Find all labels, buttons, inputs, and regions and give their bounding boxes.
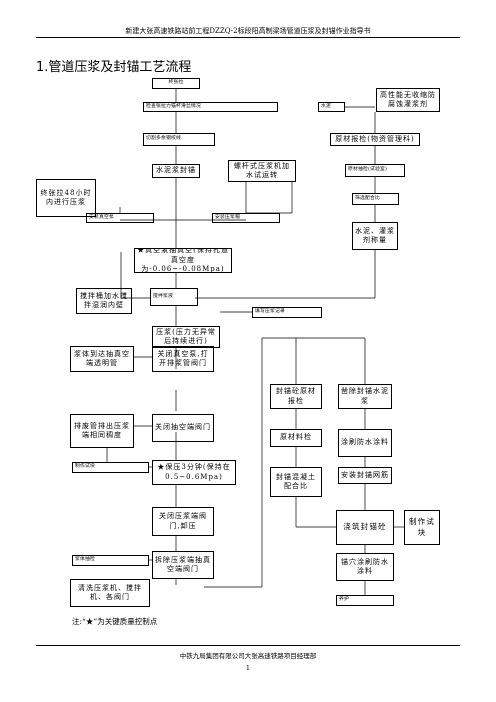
tension-48h-box: 终张拉48小时内进行压浆 [36,179,96,217]
page-header: 新建大张高速铁路站前工程DZZQ-2标段阳高制梁场管道压浆及封锚作业指导书 [125,27,371,35]
seal-anchor-box: 水泥浆封锚 [152,164,200,178]
mix-ratio-box: 筛选配合比 [352,193,399,205]
footer-rule [36,645,460,646]
lab-inspect-box: 原材抽检(试验室) [345,164,405,177]
weigh-box: 水泥、灌浆剂称量 [352,222,398,250]
legend-note: 注:“★”为关键质量控制点 [72,617,158,626]
final-tension-box: 终张拉 [152,78,200,89]
anchor-check-box: 封锚砼原材报检 [270,384,322,409]
close-inlet-box: 关闭压浆端阀门,卸压 [152,507,214,536]
make-block-box: 制作试块 [404,510,440,545]
material-check-box: 原材报检(物资管理科) [330,133,420,146]
test-block-box: 制作试块 [72,462,149,473]
stir-slurry-box: 搅拌浆液 [150,288,198,306]
cure-coat-box: 锚穴涂刷防水涂料 [336,553,394,581]
close-valve-box: 关闭抽空端阀门 [152,414,214,442]
curing-box: 养护 [336,595,394,606]
chisel-box: 凿除封锚水泥浆 [338,384,392,409]
clean-box: 清洗压浆机、搅拌机、各阀门 [70,579,150,607]
hold-pressure-box: ★保压3分钟(保持在0.5~0.6Mpa) [152,460,236,485]
record-box: 填写压浆记录 [252,307,322,318]
remove-valve-box: 拆除压浆端抽真空端阀门 [152,551,214,579]
discharge-box: 排废管排出压浆端相同稠度 [70,414,134,448]
screw-pump-box: 螺杆式压浆机加水试运转 [228,160,296,182]
mix-concrete-box: 封锚混凝土配合比 [270,467,322,497]
pour-box: 浇筑封锚砼 [336,510,394,545]
slurry-arrive-box: 浆体到达抽真空端透明管 [70,346,134,372]
vacuum-box: ★真空泵抽真空(保持孔道真空度为-0.06~-0.08Mpa) [134,248,232,273]
install-mesh-box: 安装封锚网筋 [338,467,392,484]
cut-strand-box: 切割多余钢绞线 [143,133,215,146]
cure-note-box: 浆体抽检 [72,555,149,566]
close-vacuum-box: 关闭真空泵,打开排浆管阀门 [152,346,214,372]
material-inspect-box: 原材料检 [270,429,322,447]
waterproof-box: 涂刷防水涂料 [338,429,392,457]
install-vacuum-box: 安装真空泵 [86,213,154,223]
page-title: 1.管道压浆及封锚工艺流程 [36,60,192,75]
grout-agent-box: 高性能无收缩防腐蚀灌浆剂 [376,88,440,112]
grout-box: 压浆(压力无异常后持续进行) [152,326,220,348]
check-anchor-box: 检查张拉力锚杯滑丝情况 [143,102,278,112]
cement-box: 水泥 [318,102,345,112]
page-number: 1 [245,664,251,672]
mixer-box: 搅拌桶加水搅拌湿润内壁 [76,288,132,314]
header-rule [36,37,460,38]
install-grout-cap-box: 安装压浆帽 [212,213,280,223]
page-footer: 中铁九局集团有限公司大张高速铁路项目经理部 [179,652,317,660]
